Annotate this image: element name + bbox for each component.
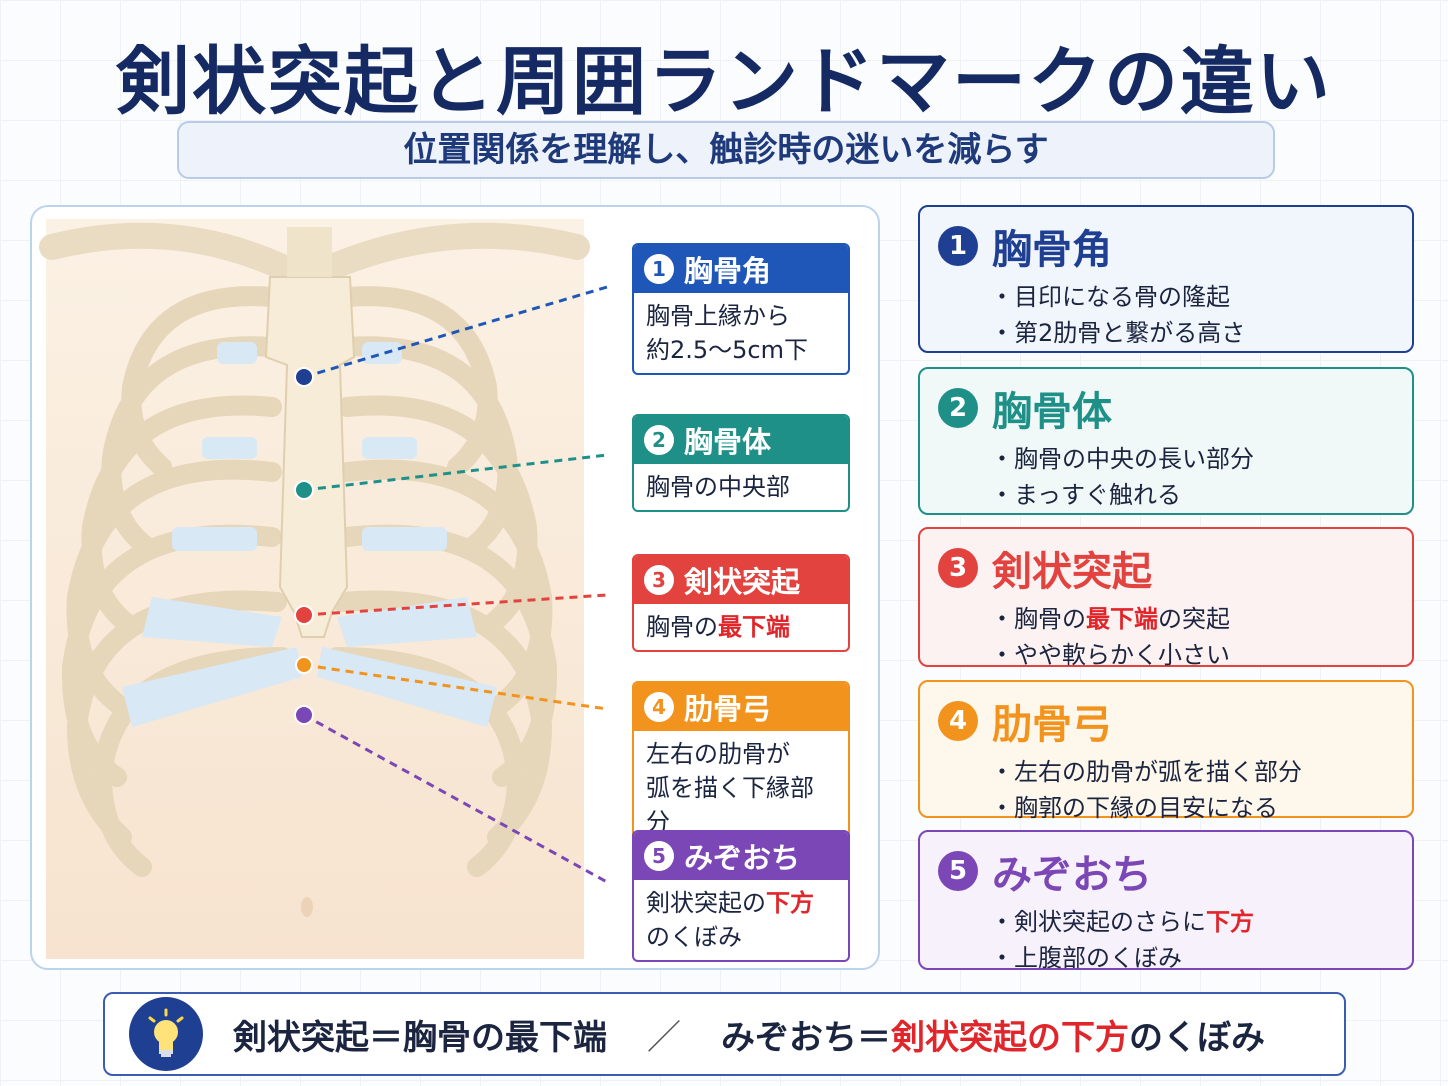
- card-4-bullet-2: 胸郭の下縁の目安になる: [990, 790, 1412, 826]
- callout-5-number: 5: [644, 841, 674, 871]
- callout-1-line-2: 約2.5〜5cm下: [646, 336, 809, 364]
- callout-1: 1 胸骨角 胸骨上縁から 約2.5〜5cm下: [632, 243, 850, 375]
- card-1-number: 1: [938, 226, 978, 266]
- leader-line-1: [303, 285, 608, 379]
- summary-separator: ／: [647, 1017, 681, 1058]
- callout-5-line-2: のくぼみ: [646, 923, 742, 951]
- summary-left: 剣状突起＝胸骨の最下端: [233, 1017, 607, 1058]
- card-2-bullet-1: 胸骨の中央の長い部分: [990, 441, 1412, 477]
- card-5-bullet-1: 剣状突起のさらに下方: [990, 904, 1412, 940]
- callout-5-highlight: 下方: [766, 889, 814, 917]
- callout-4-name: 肋骨弓: [684, 692, 772, 726]
- callout-2-name: 胸骨体: [684, 425, 772, 459]
- card-2: 2 胸骨体 胸骨の中央の長い部分 まっすぐ触れる: [918, 367, 1414, 515]
- callout-3-name: 剣状突起: [684, 565, 801, 599]
- sternum: [264, 276, 356, 638]
- leader-line-2: [303, 453, 608, 492]
- callout-1-line-1: 胸骨上縁から: [646, 302, 790, 330]
- card-5-bullet-2: 上腹部のくぼみ: [990, 940, 1412, 976]
- lightbulb-icon: [129, 997, 203, 1071]
- marker-dot-5: [294, 705, 314, 725]
- page-title: 剣状突起と周囲ランドマークの違い: [116, 39, 1332, 125]
- card-2-name: 胸骨体: [992, 389, 1112, 435]
- callout-1-number: 1: [644, 254, 674, 284]
- right-clavicle: [319, 222, 590, 280]
- summary-right-highlight: 剣状突起の下方: [891, 1017, 1129, 1058]
- navel: [301, 897, 313, 917]
- callout-4-line-1: 左右の肋骨が: [646, 740, 790, 768]
- callout-5: 5 みぞおち 剣状突起の下方 のくぼみ: [632, 830, 850, 962]
- marker-dot-4: [295, 656, 313, 674]
- spine-top: [287, 227, 332, 277]
- card-1-bullet-1: 目印になる骨の隆起: [990, 279, 1412, 315]
- callout-2: 2 胸骨体 胸骨の中央部: [632, 414, 850, 512]
- card-2-bullet-2: まっすぐ触れる: [990, 477, 1412, 513]
- callout-2-number: 2: [644, 425, 674, 455]
- ribcage-diagram-panel: 1 胸骨角 胸骨上縁から 約2.5〜5cm下 2 胸骨体 胸骨の中央部 3 剣状…: [30, 205, 880, 970]
- leader-line-3: [303, 593, 608, 617]
- marker-dot-1: [294, 367, 314, 387]
- summary-bar: 剣状突起＝胸骨の最下端 ／ みぞおち＝剣状突起の下方のくぼみ: [103, 992, 1346, 1076]
- card-5-highlight: 下方: [1206, 908, 1254, 936]
- callout-1-name: 胸骨角: [684, 254, 772, 288]
- summary-right-pre: みぞおち＝: [721, 1017, 891, 1058]
- card-5-number: 5: [938, 851, 978, 891]
- card-3-bullet-2: やや軟らかく小さい: [990, 637, 1412, 673]
- card-3-bullet-1: 胸骨の最下端の突起: [990, 601, 1412, 637]
- callout-3-number: 3: [644, 565, 674, 595]
- callout-4: 4 肋骨弓 左右の肋骨が 弧を描く下縁部分: [632, 681, 850, 847]
- card-3-highlight: 最下端: [1086, 605, 1158, 633]
- callout-4-line-2: 弧を描く下縁部分: [646, 774, 814, 836]
- card-4-number: 4: [938, 701, 978, 741]
- card-2-number: 2: [938, 388, 978, 428]
- callout-2-line-1: 胸骨の中央部: [646, 473, 790, 501]
- card-4-name: 肋骨弓: [992, 702, 1112, 748]
- leader-line-5: [303, 713, 608, 884]
- card-1-bullet-2: 第2肋骨と繋がる高さ: [990, 315, 1412, 351]
- page-subtitle: 位置関係を理解し、触診時の迷いを減らす: [177, 121, 1275, 179]
- callout-5-text: 剣状突起の: [646, 889, 766, 917]
- costal-cartilage: [122, 342, 497, 727]
- callout-4-number: 4: [644, 692, 674, 722]
- card-5-name: みぞおち: [992, 852, 1152, 898]
- callout-3-highlight: 最下端: [718, 613, 790, 641]
- marker-dot-2: [294, 480, 314, 500]
- card-5: 5 みぞおち 剣状突起のさらに下方 上腹部のくぼみ: [918, 830, 1414, 972]
- card-3-number: 3: [938, 548, 978, 588]
- card-1-name: 胸骨角: [992, 227, 1112, 273]
- callout-3-text: 胸骨の: [646, 613, 718, 641]
- summary-right-post: のくぼみ: [1129, 1017, 1265, 1058]
- card-4-bullet-1: 左右の肋骨が弧を描く部分: [990, 754, 1412, 790]
- card-3-name: 剣状突起: [992, 549, 1152, 595]
- callout-3: 3 剣状突起 胸骨の最下端: [632, 554, 850, 652]
- card-1: 1 胸骨角 目印になる骨の隆起 第2肋骨と繋がる高さ: [918, 205, 1414, 353]
- leader-line-4: [303, 663, 608, 711]
- marker-dot-3: [294, 605, 314, 625]
- ribcage-illustration: [39, 219, 608, 959]
- card-4: 4 肋骨弓 左右の肋骨が弧を描く部分 胸郭の下縁の目安になる: [918, 680, 1414, 822]
- left-clavicle: [39, 222, 295, 280]
- card-3: 3 剣状突起 胸骨の最下端の突起 やや軟らかく小さい: [918, 527, 1414, 669]
- right-ribs: [327, 286, 558, 877]
- callout-5-name: みぞおち: [684, 841, 801, 875]
